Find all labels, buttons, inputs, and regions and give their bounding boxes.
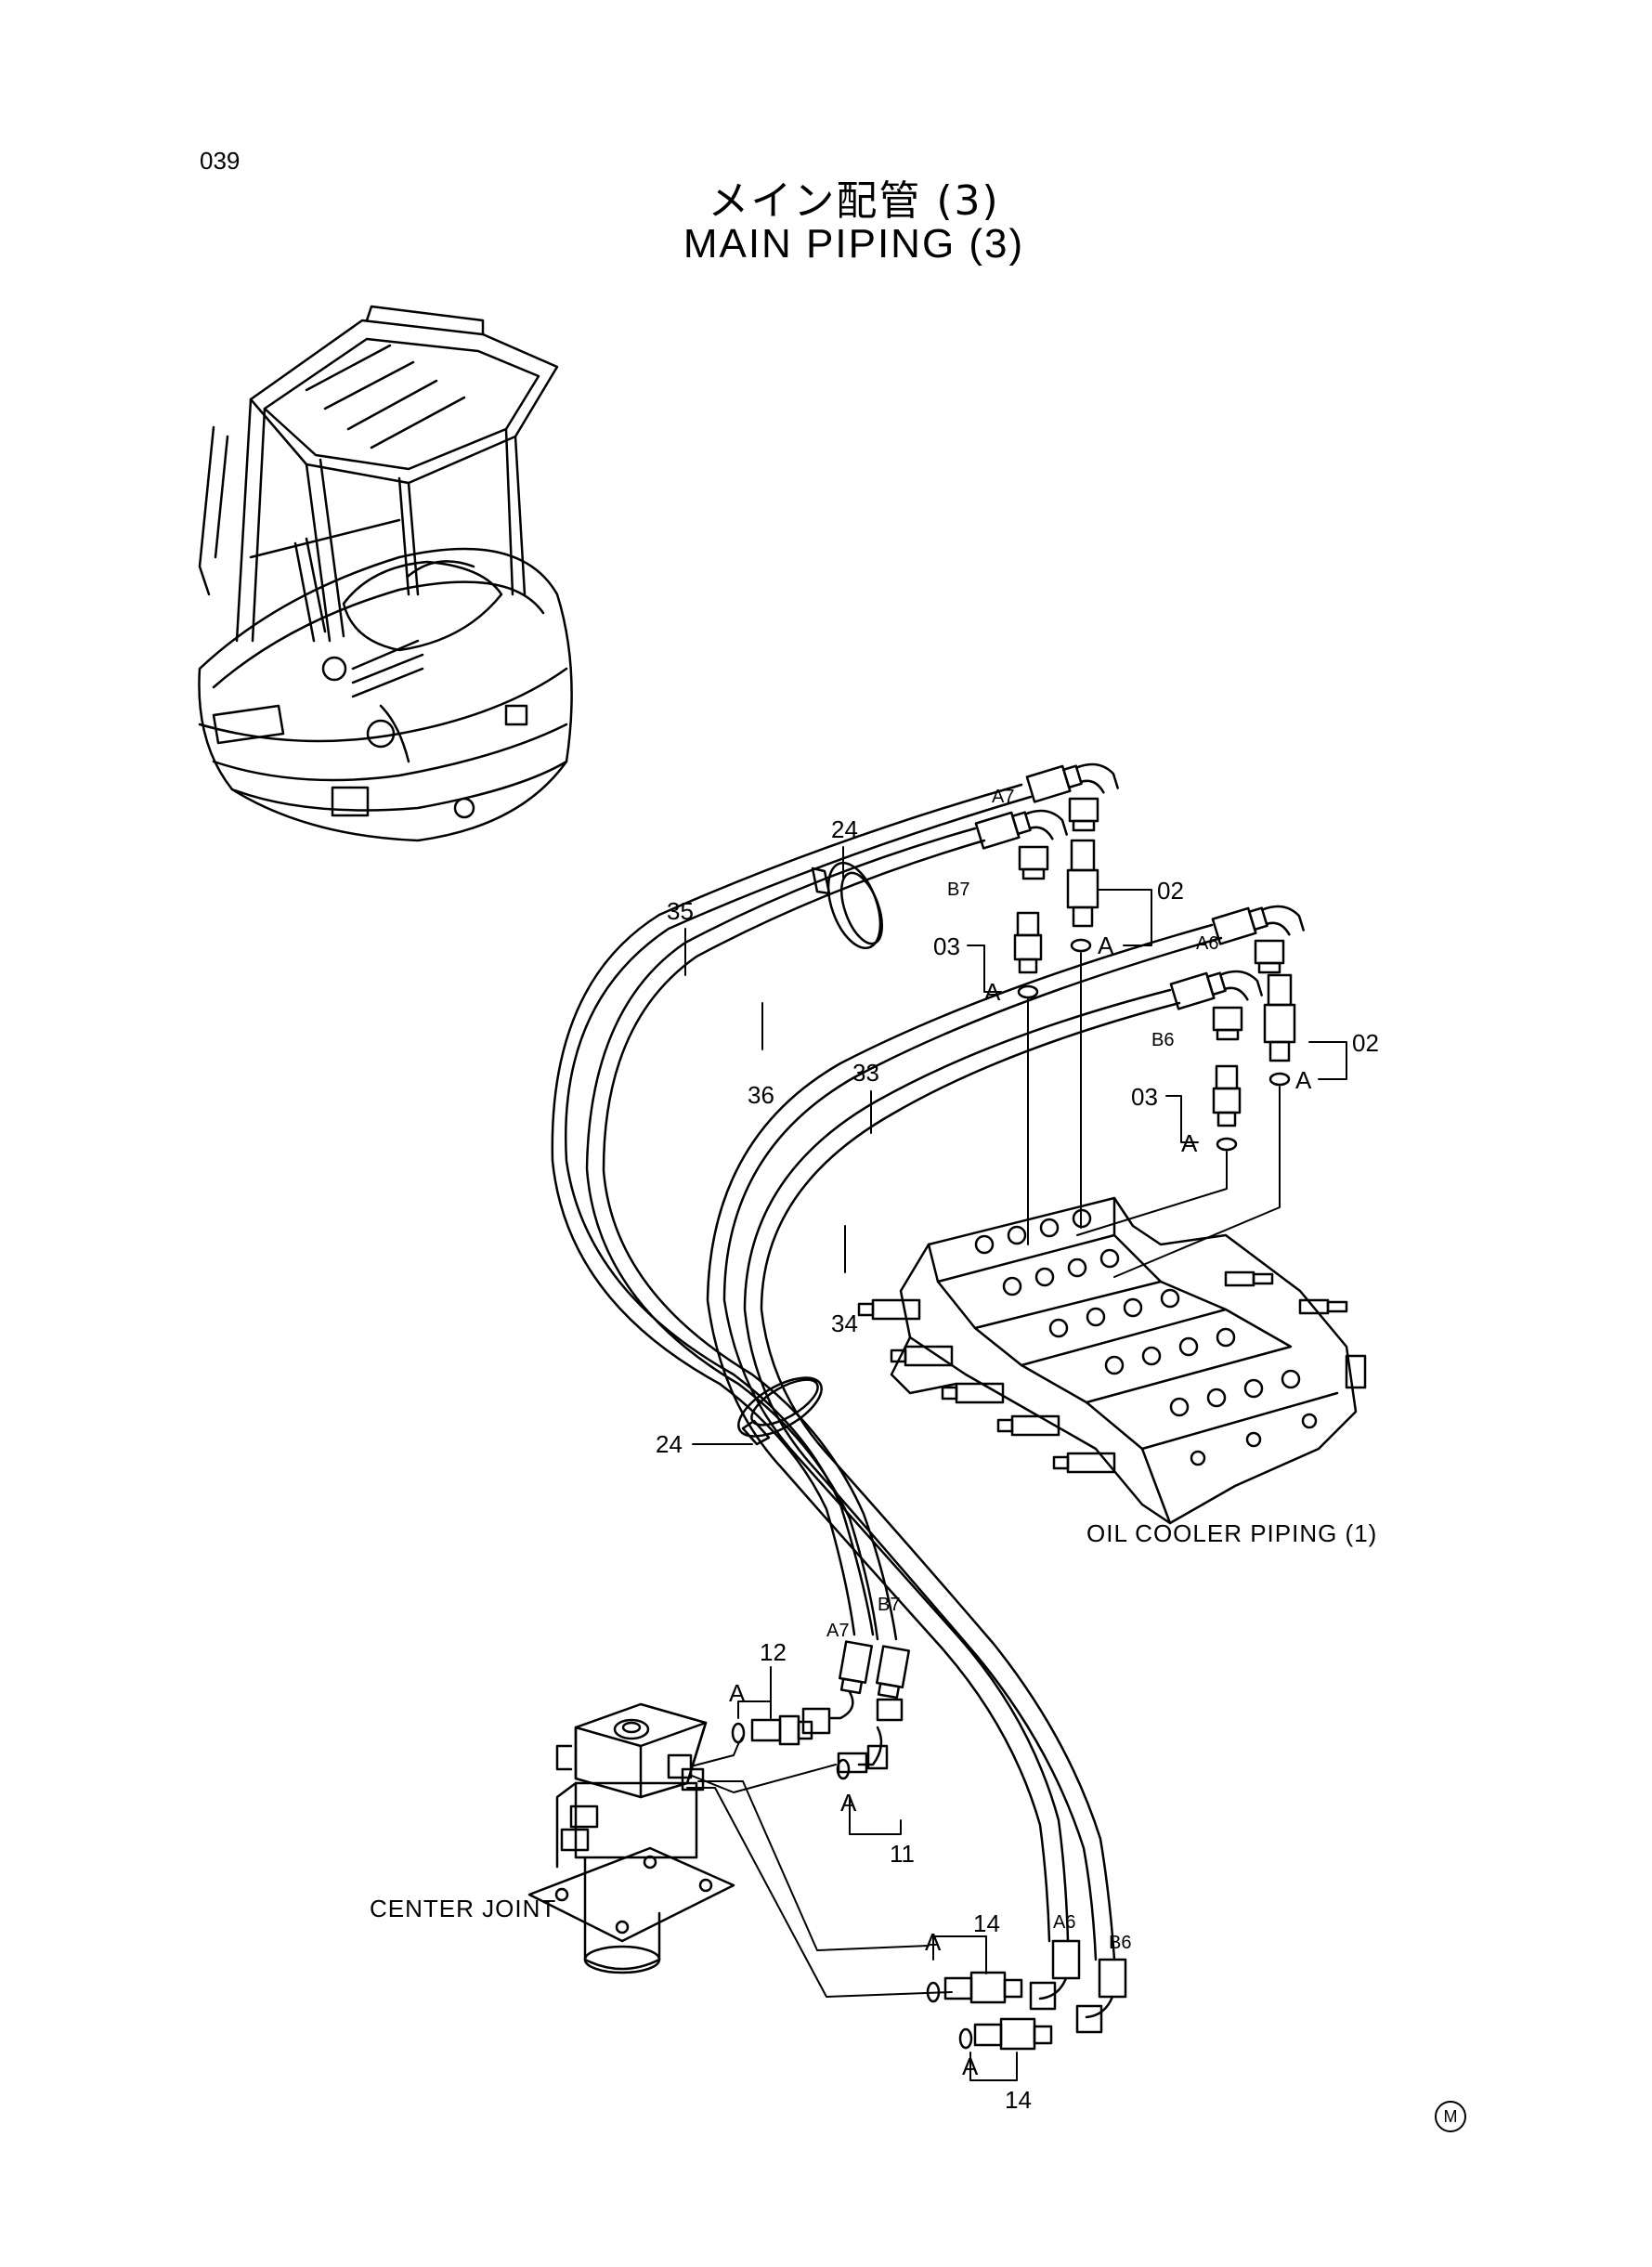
part-label-11: 11 [890,1840,915,1868]
hose-mark-b6-bottom: B6 [1109,1933,1132,1953]
page-number: 039 [200,147,241,175]
hose-mark-b6-top: B6 [1151,1030,1175,1050]
part-label-14-upper: 14 [973,1909,1000,1937]
a-mark-upper-03: A [984,978,1001,1006]
part-label-03-upper: 03 [933,932,960,960]
a-mark-14-lower: A [962,2052,979,2080]
part-label-02-lower: 02 [1352,1029,1379,1057]
hose-mark-b7-top: B7 [947,879,970,900]
part-label-33: 33 [852,1059,879,1087]
part-label-24-top: 24 [831,815,858,843]
a-mark-11: A [840,1789,857,1817]
center-joint-lines [686,1736,953,1998]
leader-lines [684,846,1347,2081]
caption-center-joint: CENTER JOINT [370,1895,557,1922]
valve-spools [857,1270,1367,1474]
part-label-12: 12 [760,1638,787,1666]
caption-oil-cooler-piping: OIL COOLER PIPING (1) [1086,1519,1378,1547]
hose-mark-a6-bottom: A6 [1053,1912,1076,1933]
valve-bolts [974,1208,1318,1466]
hose-mark-a6-top: A6 [1196,933,1219,954]
a-mark-lower-03: A [1181,1129,1198,1157]
a-mark-upper-02: A [1098,932,1114,959]
valve-connection-lines [1027,952,1281,1278]
part-label-02-upper: 02 [1157,877,1184,905]
a-mark-lower-02: A [1295,1066,1312,1094]
center-joint [527,1702,735,1974]
part-label-35: 35 [667,897,694,925]
title-japanese: メイン配管 (3) [708,177,1000,225]
part-label-14-lower: 14 [1005,2086,1032,2114]
a-mark-14-upper: A [925,1928,942,1956]
bottom-fittings [731,1640,1127,2051]
hose-mark-a7-bottom: A7 [826,1621,850,1641]
a-mark-12: A [729,1679,746,1707]
excavator-illustration [198,305,573,842]
part-label-36: 36 [748,1081,774,1109]
corner-mark: M [1435,2101,1466,2132]
hose-mark-a7-top: A7 [992,787,1015,807]
part-label-03-lower: 03 [1131,1083,1158,1111]
clamps [737,861,884,1446]
part-label-34: 34 [831,1309,858,1337]
part-label-24-bottom: 24 [656,1430,683,1458]
hose-mark-b7-bottom: B7 [878,1595,901,1615]
control-valve [857,1196,1367,1525]
upper-fittings [974,762,1305,1152]
title-english: MAIN PIPING (3) [683,221,1025,267]
